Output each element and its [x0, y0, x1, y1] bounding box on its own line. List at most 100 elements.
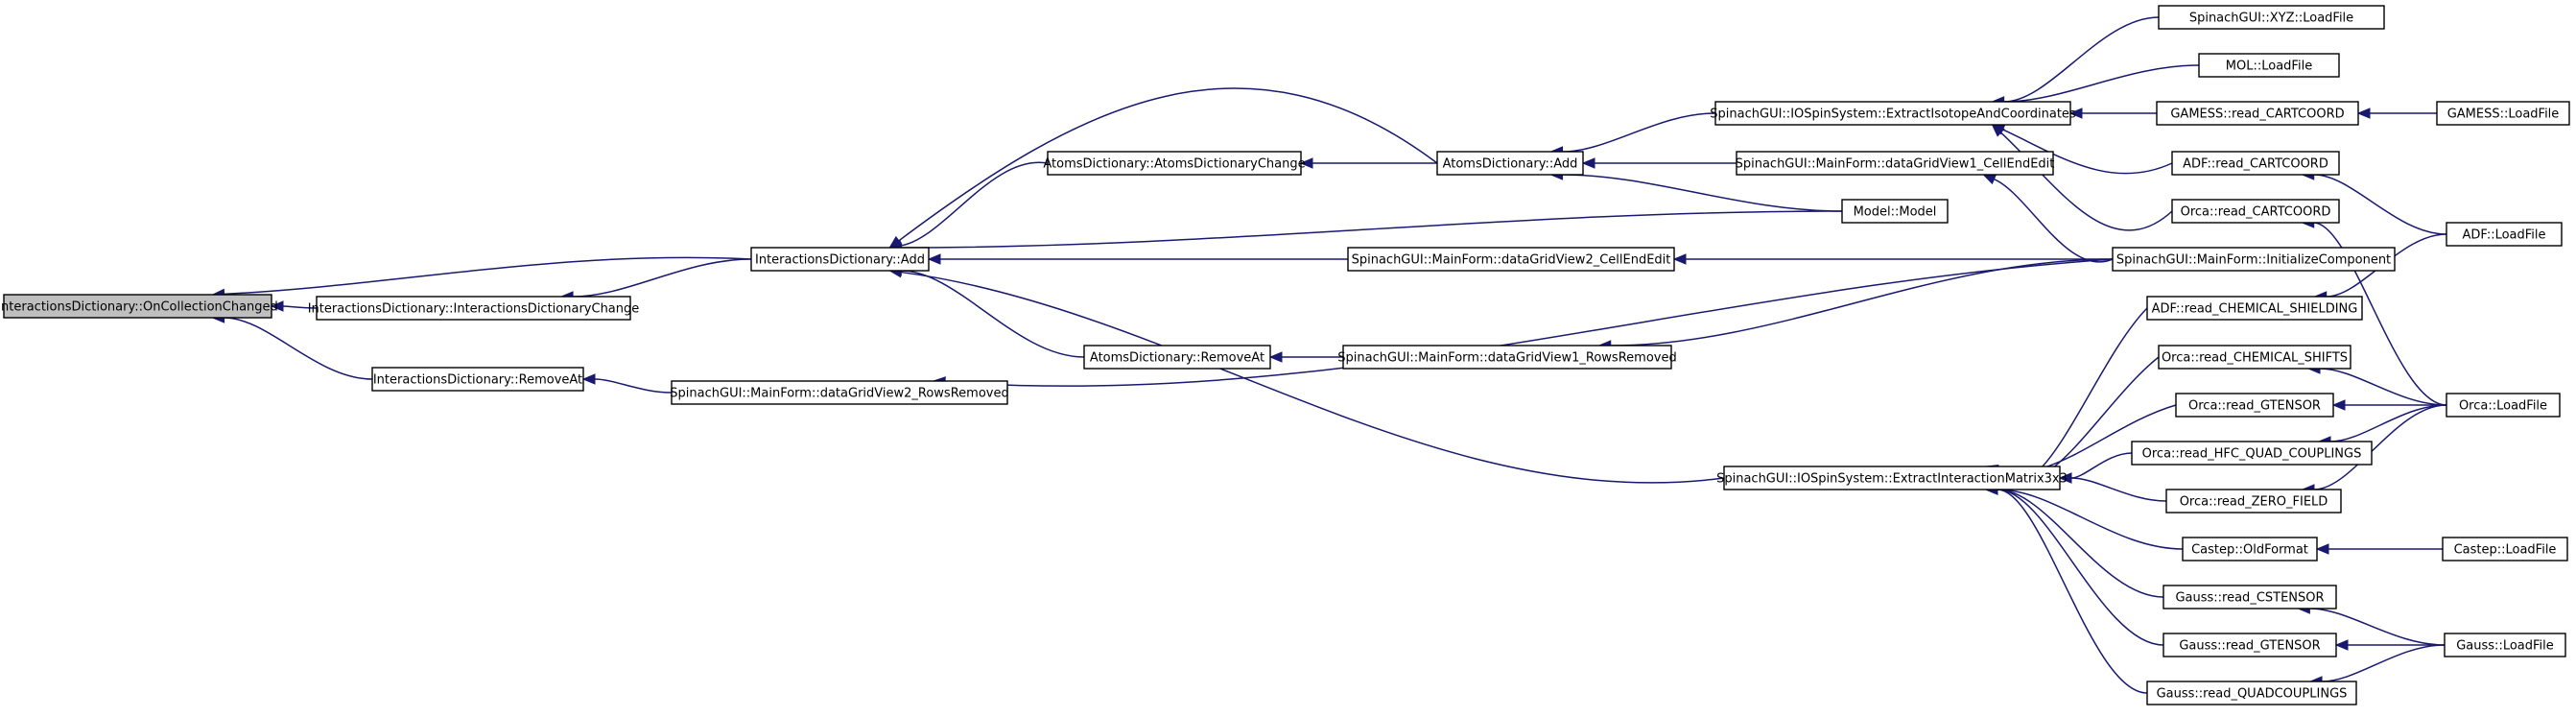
graph-node[interactable]: InteractionsDictionary::Add: [750, 247, 930, 272]
graph-node[interactable]: Orca::LoadFile: [2446, 393, 2561, 418]
node-label: SpinachGUI::IOSpinSystem::ExtractIsotope…: [1710, 108, 2076, 122]
graph-node[interactable]: ADF::read_CHEMICAL_SHIELDING: [2146, 296, 2363, 321]
graph-node[interactable]: Gauss::read_GTENSOR: [2162, 633, 2337, 657]
edge-arrow: [1991, 124, 2173, 231]
node-label: AtomsDictionary::AtomsDictionaryChange: [1043, 157, 1305, 172]
node-label: Gauss::read_QUADCOUPLINGS: [2157, 687, 2348, 702]
edge-line: [2003, 64, 2200, 103]
edge-line: [901, 210, 1843, 249]
graph-node[interactable]: AtomsDictionary::AtomsDictionaryChange: [1043, 151, 1306, 176]
graph-node[interactable]: ADF::read_CARTCOORD: [2171, 151, 2340, 176]
graph-node[interactable]: Orca::read_GTENSOR: [2175, 393, 2334, 418]
graph-node[interactable]: Orca::read_HFC_QUAD_COUPLINGS: [2131, 441, 2373, 466]
node-box: [2165, 489, 2342, 514]
node-box: [2156, 101, 2359, 126]
arrowhead: [581, 373, 596, 385]
graph-node[interactable]: InteractionsDictionary::RemoveAt: [371, 367, 584, 392]
graph-node[interactable]: AtomsDictionary::RemoveAt: [1083, 345, 1271, 370]
node-box: [2436, 101, 2570, 126]
graph-node[interactable]: SpinachGUI::MainForm::dataGridView2_Cell…: [1347, 247, 1675, 272]
graph-node[interactable]: Castep::OldFormat: [2182, 537, 2318, 562]
node-label: Orca::read_GTENSOR: [2188, 399, 2321, 414]
node-label: GAMESS::LoadFile: [2447, 108, 2560, 122]
graph-node[interactable]: Gauss::read_CSTENSOR: [2162, 585, 2337, 609]
graph-node[interactable]: Model::Model: [1841, 199, 1949, 224]
arrowhead: [927, 253, 941, 265]
node-label: Gauss::read_GTENSOR: [2179, 639, 2320, 654]
node-label: Castep::OldFormat: [2191, 543, 2308, 558]
edge-arrow: [888, 266, 1725, 484]
graph-node[interactable]: SpinachGUI::IOSpinSystem::ExtractIsotope…: [1710, 101, 2076, 126]
edge-arrow: [1991, 16, 2160, 108]
edge-arrow: [1597, 258, 2114, 351]
graph-node[interactable]: SpinachGUI::IOSpinSystem::ExtractInterac…: [1716, 466, 2068, 490]
node-box: [2162, 633, 2337, 657]
graph-node[interactable]: MOL::LoadFile: [2198, 53, 2340, 78]
node-box: [1736, 151, 2054, 176]
edge-line: [224, 317, 373, 380]
graph-node[interactable]: GAMESS::read_CARTCOORD: [2156, 101, 2359, 126]
edge-line: [901, 270, 1085, 358]
graph-node[interactable]: AtomsDictionary::Add: [1436, 151, 1584, 176]
graph-node[interactable]: GAMESS::LoadFile: [2436, 101, 2570, 126]
graph-node[interactable]: Orca::read_ZERO_FIELD: [2165, 489, 2342, 514]
graph-node[interactable]: ADF::LoadFile: [2446, 222, 2563, 247]
edge-arrow: [2068, 108, 2157, 119]
node-box: [1714, 101, 2071, 126]
edge-line: [1999, 131, 2173, 231]
graph-node[interactable]: InteractionsDictionary::InteractionsDict…: [308, 296, 640, 321]
graph-node[interactable]: SpinachGUI::MainForm::dataGridView2_Rows…: [670, 380, 1009, 405]
node-label: SpinachGUI::MainForm::InitializeComponen…: [2116, 253, 2391, 268]
node-label: ADF::LoadFile: [2462, 228, 2545, 243]
node-label: AtomsDictionary::RemoveAt: [1090, 351, 1264, 366]
edge-arrow: [211, 256, 752, 300]
edge-arrow: [887, 210, 1843, 253]
graph-node[interactable]: SpinachGUI::XYZ::LoadFile: [2158, 5, 2385, 30]
node-label: InteractionsDictionary::OnCollectionChan…: [0, 300, 278, 315]
graph-node[interactable]: Orca::read_CHEMICAL_SHIFTS: [2158, 345, 2351, 370]
node-label: SpinachGUI::MainForm::dataGridView2_Cell…: [1352, 253, 1671, 268]
edge-line: [2329, 404, 2447, 442]
node-label: Orca::read_HFC_QUAD_COUPLINGS: [2142, 447, 2362, 462]
graph-node[interactable]: Castep::LoadFile: [2442, 537, 2568, 562]
graph-node[interactable]: Gauss::LoadFile: [2444, 633, 2566, 657]
edge-layer: [211, 16, 2447, 694]
node-box: [1347, 247, 1675, 272]
graph-node[interactable]: InteractionsDictionary::OnCollectionChan…: [0, 294, 278, 319]
edge-arrow: [1672, 253, 2113, 265]
edge-line: [1993, 307, 2148, 485]
arrowhead: [270, 300, 284, 312]
edge-arrow: [1268, 351, 1343, 363]
node-box: [3, 294, 272, 319]
edge-line: [2070, 477, 2167, 502]
edge-line: [224, 256, 752, 296]
graph-node[interactable]: Orca::read_CARTCOORD: [2171, 199, 2340, 224]
node-box: [2446, 222, 2563, 247]
node-label: ADF::read_CHEMICAL_SHIELDING: [2152, 302, 2358, 317]
edge-arrow: [1581, 157, 1737, 169]
edge-line: [573, 258, 752, 298]
node-label: Orca::read_CHEMICAL_SHIFTS: [2162, 351, 2348, 366]
edge-line: [898, 87, 1438, 242]
graph-node[interactable]: SpinachGUI::MainForm::dataGridView1_Cell…: [1736, 151, 2055, 176]
node-label: AtomsDictionary::Add: [1443, 157, 1578, 172]
graph-node[interactable]: SpinachGUI::MainForm::InitializeComponen…: [2112, 247, 2396, 272]
edge-arrow: [2331, 399, 2447, 411]
edge-arrow: [581, 373, 673, 394]
edge-arrow: [270, 300, 318, 312]
graph-node[interactable]: Gauss::read_QUADCOUPLINGS: [2146, 681, 2357, 705]
edge-line: [2309, 608, 2446, 646]
edge-arrow: [211, 312, 373, 380]
graph-node[interactable]: SpinachGUI::MainForm::dataGridView1_Rows…: [1337, 345, 1677, 370]
edge-arrow: [2058, 472, 2167, 502]
node-label: SpinachGUI::MainForm::dataGridView1_Cell…: [1736, 157, 2055, 172]
edge-line: [1562, 112, 1716, 153]
node-label: Orca::LoadFile: [2459, 399, 2547, 414]
node-label: Orca::read_ZERO_FIELD: [2180, 495, 2328, 510]
edge-line: [2313, 404, 2447, 490]
arrowhead: [2068, 108, 2083, 119]
edge-line: [2003, 16, 2160, 103]
edge-line: [2322, 644, 2446, 682]
node-label: InteractionsDictionary::RemoveAt: [373, 373, 582, 388]
node-box: [1436, 151, 1584, 176]
